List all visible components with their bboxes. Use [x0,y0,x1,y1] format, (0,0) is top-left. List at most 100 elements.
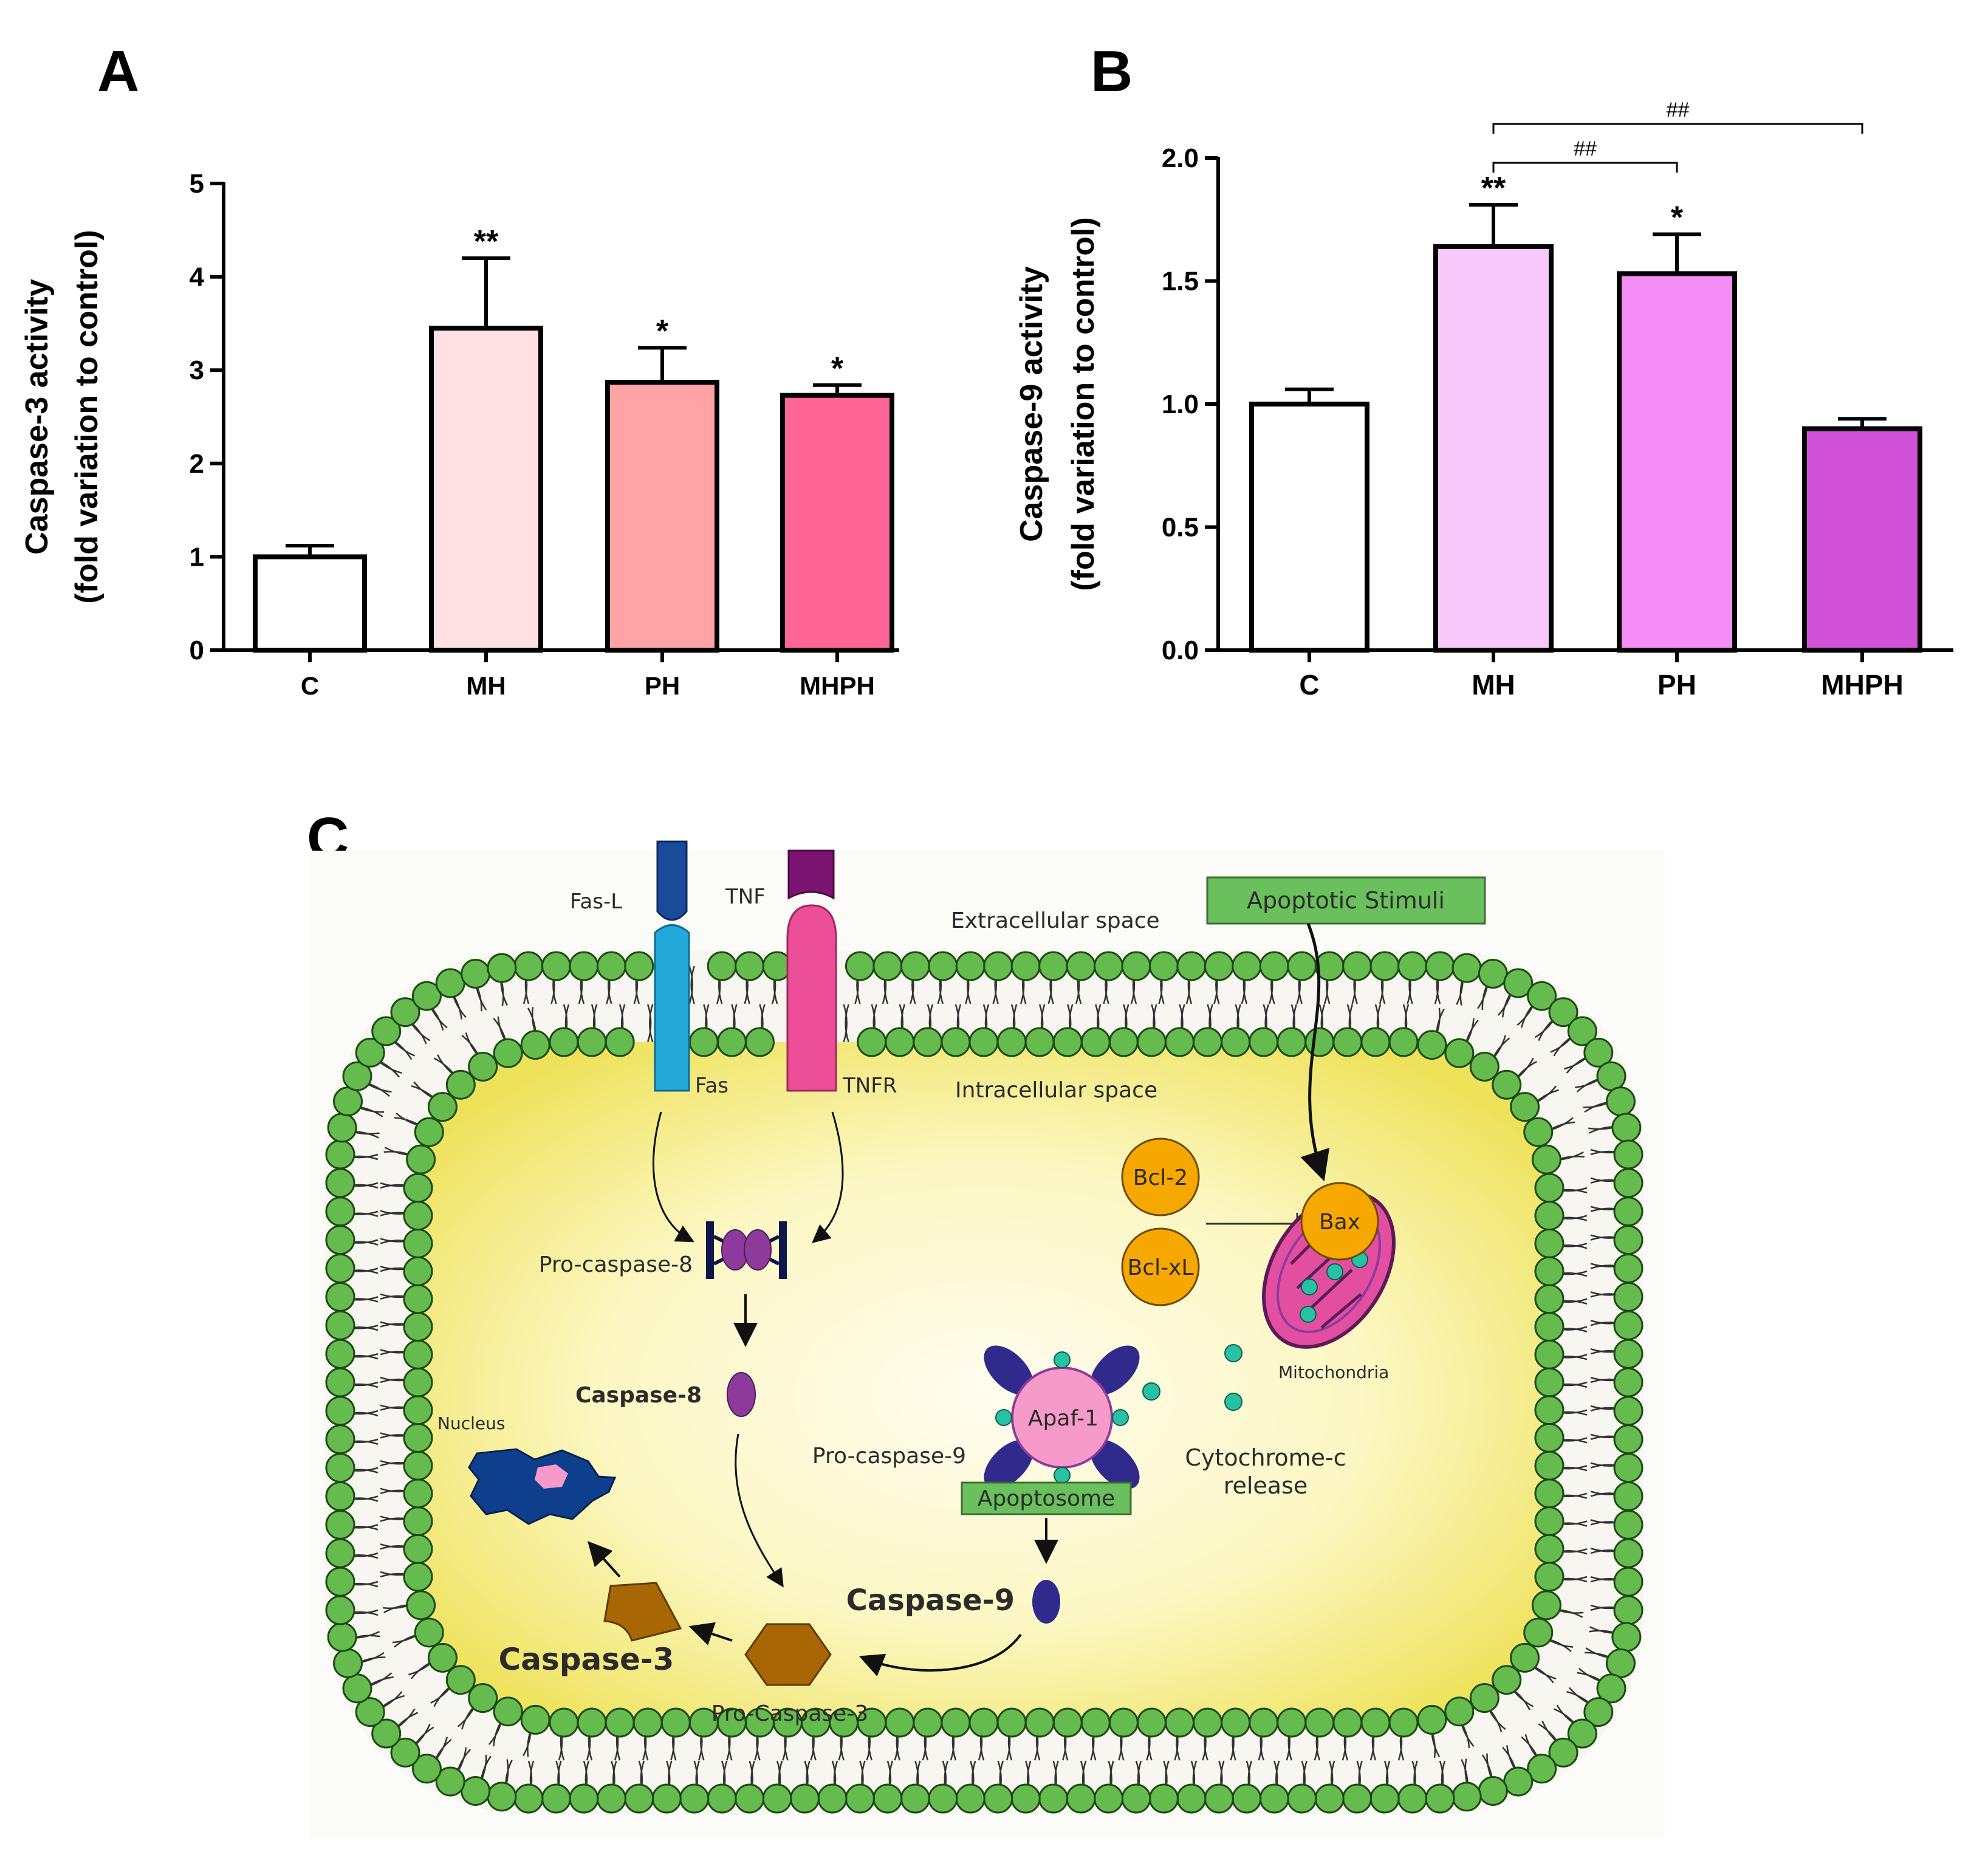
lipid-head [624,1783,654,1814]
lipid-head [1503,1766,1534,1797]
lipid-head [325,1367,355,1398]
tnf-receptor [786,849,837,1092]
lipid-head [1342,1783,1373,1814]
tnf-label: TNF [725,885,766,909]
pro-caspase-8-label: Pro-caspase-8 [539,1252,693,1277]
lipid-head [1534,1395,1565,1425]
fas-receptor-body [654,924,690,1092]
lipid-head [941,1027,971,1057]
significance-bracket [1492,123,1863,134]
caspase-9-to-pro-caspase-3-arrow [859,1633,1022,1676]
lipid-head [1613,1367,1644,1398]
lipid-head [735,1783,765,1814]
lipid-head [414,1617,444,1648]
lipid-head [403,1395,433,1425]
y-tick-label: 4 [190,262,205,292]
lipid-head [1232,951,1262,981]
lipid-head [327,1622,357,1652]
lipid-head [983,951,1013,981]
lipid-head [983,1783,1013,1814]
lipid-head [461,1775,491,1806]
tnf-ligand [787,849,835,900]
pro-caspase-3-protein [744,1623,832,1686]
caspase-8-to-pro-caspase-3-arrow [735,1433,784,1588]
lipid-head [1534,1450,1565,1481]
lipid-head [355,1697,385,1727]
lipid-head [1052,1027,1083,1057]
lipid-head [403,1534,433,1564]
lipid-head [707,951,737,981]
lipid-head [1287,951,1317,981]
lipid-head [1010,1783,1041,1814]
lipid-head [596,951,626,981]
lipid-head [1583,1697,1614,1727]
apaf-1-complex [984,1345,1140,1489]
lipid-head [1534,1478,1565,1509]
lipid-head [325,1595,355,1625]
lipid-head [1510,1092,1540,1122]
lipid-head [355,1037,385,1068]
lipid-head [325,1168,355,1198]
lipid-head [487,953,517,983]
lipid-head [325,1310,355,1340]
lipid-head [1397,951,1428,981]
lipid-head [1259,951,1289,981]
lipid-head [1024,1027,1055,1057]
lipid-head [1314,1783,1345,1814]
lipid-head [1360,1027,1391,1057]
pro-caspase-8-complex [706,1221,787,1279]
lipid-head [1613,1225,1644,1255]
lipid-head [435,1766,465,1797]
lipid-head [885,1707,915,1738]
x-tick-label: MHPH [1821,669,1903,701]
lipid-head [403,1228,433,1258]
bcl-xl-protein [1121,1227,1200,1306]
apoptotic-stimuli-label: Apoptotic Stimuli [1247,887,1445,914]
lipid-head [487,1782,517,1812]
bcl-xl-label: Bcl-xL [1128,1255,1194,1280]
lipid-head [1136,1027,1167,1057]
lipid-head [325,1139,355,1170]
lipid-head [371,1016,402,1046]
cytochrome-c-3 [1224,1393,1242,1411]
significance-bracket [1492,162,1678,173]
lipid-head [390,1737,420,1768]
lipid-head [325,1254,355,1283]
pro-caspase-9-label: Pro-caspase-9 [812,1444,966,1469]
x-tick-label: MH [466,671,506,700]
lipid-head [327,1113,357,1143]
lipid-head [403,1284,433,1314]
lipid-head [333,1086,363,1117]
lipid-head [1567,1016,1597,1046]
x-tick-label: PH [1657,669,1696,701]
lipid-head [1611,1113,1642,1143]
lipid-tail [688,966,693,1004]
lipid-head [1221,1707,1251,1738]
lipid-head [371,1718,402,1749]
bar-c [1249,402,1369,653]
lipid-head [445,1069,476,1100]
lipid-head [1613,1424,1644,1455]
lipid-head [968,1707,999,1738]
lipid-head [996,1027,1027,1057]
lipid-head [605,1027,635,1057]
lipid-head [913,1027,943,1057]
lipid-head [941,1707,971,1738]
significance-marker: ** [474,224,499,259]
lipid-head [968,1027,999,1057]
lipid-head [403,1201,433,1231]
lipid-head [1510,1642,1540,1673]
intracellular-space-label: Intracellular space [955,1078,1157,1103]
caspase-9-protein [1032,1580,1060,1624]
lipid-head [1548,1737,1578,1768]
lipid-head [1204,1783,1234,1814]
lipid-head [1531,1144,1561,1175]
apoptosis-pathway-diagram: Fas-L TNF Fas TNFR Extracellular space I… [310,840,1665,1838]
lipid-head [403,1173,433,1203]
lipid-head [632,1707,663,1738]
bar-mhph [1802,426,1922,653]
lipid-tail [649,1004,654,1043]
lipid-head [1010,951,1041,981]
lipid-head [403,1450,433,1481]
lipid-head [1613,1339,1644,1369]
